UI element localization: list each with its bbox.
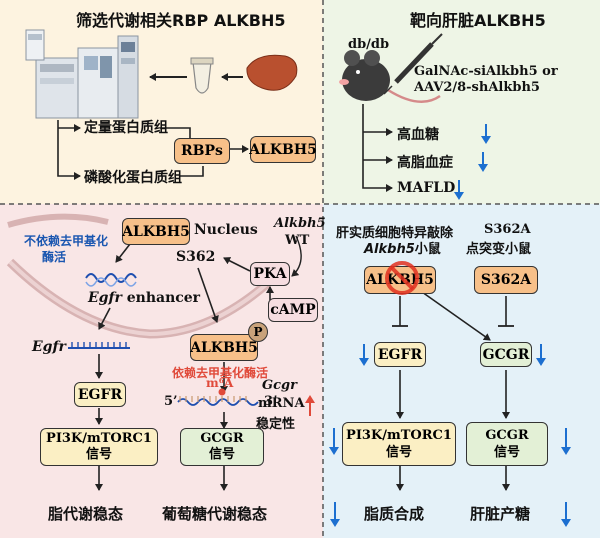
independent-label-2: 酶活	[42, 250, 67, 264]
prohibited-icon	[385, 261, 419, 295]
mouse-icon	[339, 50, 441, 103]
outcome-hyperlipidemia: 高脂血症	[397, 155, 453, 171]
outcome-mafld: MAFLD	[397, 180, 456, 196]
rbps-box: RBPs	[174, 138, 230, 164]
pi3k-box-d-line1: PI3K/mTORC1	[346, 428, 452, 443]
ko-gene: Alkbh5	[364, 242, 415, 257]
mass-spectrometer-icon	[25, 29, 139, 119]
treatment-line-1: GalNAc-siAlkbh5 or	[414, 64, 558, 79]
pi3k-box-c-line2: 信号	[85, 447, 112, 462]
five-prime-label: 5’	[164, 394, 178, 409]
pi3k-box-c-line1: PI3K/mTORC1	[46, 431, 152, 446]
tube-icon	[190, 57, 214, 94]
outcome-lipid-synthesis: 脂质合成	[364, 505, 425, 523]
gcgr-mrna	[177, 398, 259, 406]
outcome-lipid-homeostasis: 脂代谢稳态	[48, 505, 124, 523]
egfr-box-c: EGFR	[74, 382, 126, 407]
stability-label: 稳定性	[256, 417, 296, 432]
egfr-enhancer-word: enhancer	[121, 290, 201, 306]
camp-box: cAMP	[268, 298, 318, 322]
ko-title-line1: 肝实质细胞特异敲除	[336, 226, 454, 241]
dependent-label: 依赖去甲基化酶活	[172, 366, 269, 380]
gcgr-gene-label: Gcgr	[262, 378, 297, 393]
gcgr-signal-box-c: GCGR 信号	[180, 428, 264, 466]
wt-label: WT	[285, 233, 310, 248]
egfr-enhancer-gene: Egfr	[88, 290, 122, 306]
phospho-badge: P	[248, 322, 268, 342]
gcgr-signal-box-c-line1: GCGR	[200, 431, 244, 446]
m6a-label: m⁶A	[206, 376, 234, 390]
panel-b-background	[323, 0, 600, 204]
s362a-box: S362A	[474, 266, 538, 294]
syringe-icon	[383, 33, 443, 95]
ko-mouse-word: 小鼠	[414, 242, 441, 257]
knockout-icon	[384, 260, 420, 296]
panel-c-background	[0, 204, 323, 538]
panel-d-background	[323, 204, 600, 538]
mut-title-line2: 点突变小鼠	[466, 242, 532, 257]
alkbh5-box-a: ALKBH5	[249, 136, 317, 163]
mut-title-line1: S362A	[484, 222, 531, 237]
alkbh5-phospho-box: ALKBH5	[190, 334, 258, 361]
gcgr-signal-box-d: GCGR 信号	[466, 422, 548, 466]
egfr-enhancer-dna	[85, 273, 137, 283]
gcgr-signal-box-d-line2: 信号	[493, 445, 520, 460]
gcgr-signal-box-c-line2: 信号	[208, 447, 235, 462]
panel-b-title: 靶向肝脏ALKBH5	[410, 11, 546, 30]
liver-icon	[246, 54, 298, 91]
s362-label: S362	[176, 249, 216, 265]
ko-title-line2: Alkbh5小鼠	[364, 238, 441, 257]
gcgr-box-d: GCGR	[480, 342, 532, 367]
egfr-enhancer-label: Egfr enhancer	[88, 290, 200, 306]
alkbh5-box-c: ALKBH5	[122, 218, 190, 245]
mrna-label: mRNA	[258, 396, 305, 411]
egfr-box-d: EGFR	[374, 342, 426, 367]
pka-box: PKA	[250, 262, 290, 286]
quant-proteome-label: 定量蛋白质组	[84, 120, 168, 136]
independent-label-1: 不依赖去甲基化	[24, 234, 109, 248]
gcgr-signal-box-d-line1: GCGR	[485, 428, 529, 443]
treatment-line-2: AAV2/8-shAlkbh5	[414, 80, 540, 95]
egfr-gene-label: Egfr	[32, 339, 66, 355]
outcome-glucose-homeostasis: 葡萄糖代谢稳态	[162, 505, 268, 523]
pi3k-box-d: PI3K/mTORC1 信号	[342, 422, 456, 466]
nucleus-label: Nucleus	[194, 222, 258, 238]
pi3k-box-d-line2: 信号	[385, 445, 412, 460]
pi3k-box-c: PI3K/mTORC1 信号	[40, 428, 158, 466]
mouse-label: db/db	[348, 37, 390, 52]
alkbh5-gene-label: Alkbh5	[274, 216, 326, 231]
three-prime-label: 3’	[264, 394, 278, 409]
panel-a-title: 筛选代谢相关RBP ALKBH5	[76, 11, 286, 30]
phospho-proteome-label: 磷酸化蛋白质组	[84, 170, 182, 186]
outcome-hepatic-glucose: 肝脏产糖	[470, 505, 531, 523]
outcome-hyperglycemia: 高血糖	[397, 127, 439, 143]
